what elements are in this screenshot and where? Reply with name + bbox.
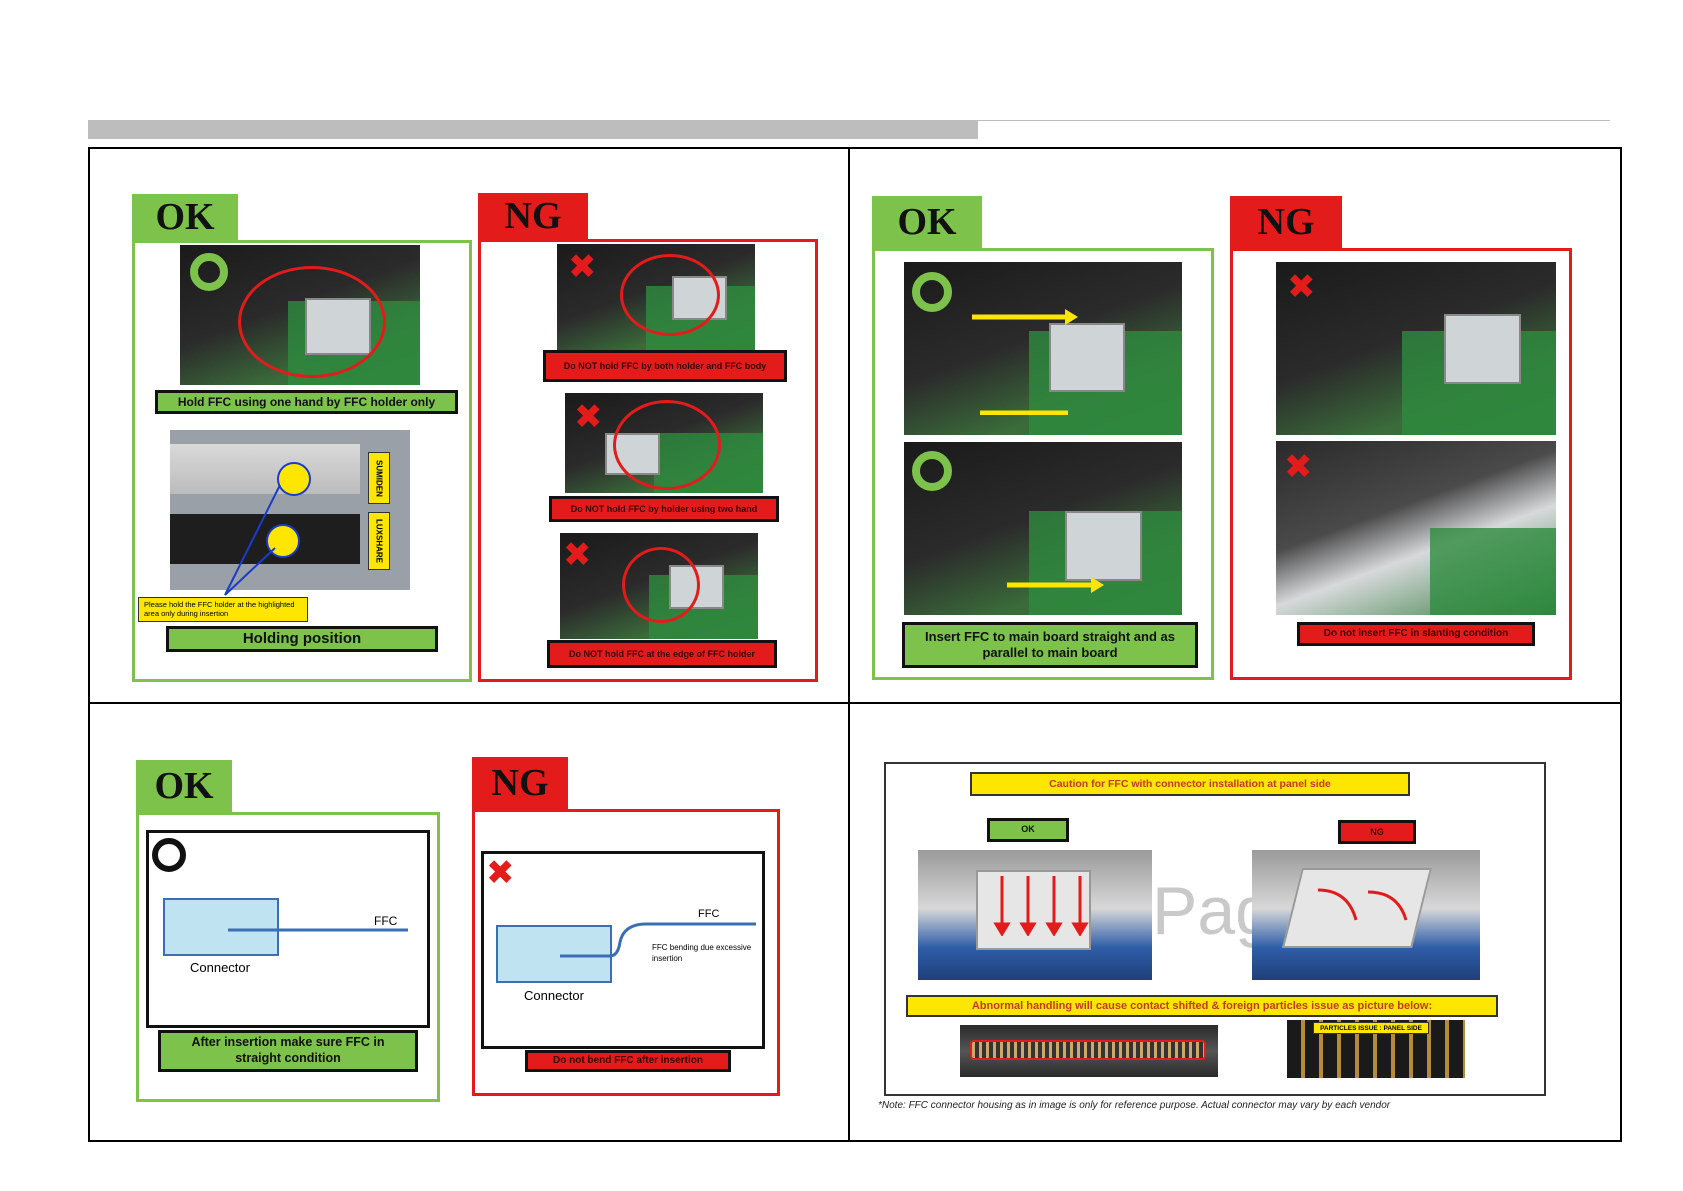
hold-point-dot-1 xyxy=(277,462,311,496)
contact-shift-photo xyxy=(960,1025,1218,1077)
ng-x-icon: ✖ xyxy=(574,398,603,436)
q1-ng-tab: NG xyxy=(478,193,588,239)
q4-ng-photo xyxy=(1252,850,1480,980)
q4-ok-photo xyxy=(918,850,1152,980)
footnote: *Note: FFC connector housing as in image… xyxy=(878,1100,1391,1111)
ng-x-icon: ✖ xyxy=(1287,268,1316,306)
ng-x-icon: ✖ xyxy=(563,536,592,574)
q4-ng-label: NG xyxy=(1338,820,1416,844)
particles-label: PARTICLES ISSUE : PANEL SIDE xyxy=(1313,1022,1429,1034)
q2-ok-tab: OK xyxy=(872,196,982,248)
ffc-bent-line xyxy=(560,922,756,958)
header-rule xyxy=(978,120,1610,121)
ok-circle-icon xyxy=(152,838,186,872)
connector-box xyxy=(163,898,279,956)
pointer-lines xyxy=(224,484,281,596)
ffc-line xyxy=(228,928,408,932)
connector-box xyxy=(496,925,612,983)
grid-divider-horizontal xyxy=(88,702,1622,704)
arrow-icon xyxy=(1007,577,1104,593)
q2-ng-photo-2 xyxy=(1276,441,1556,615)
header-bar xyxy=(88,120,978,139)
q1-ok-caption-2: Holding position xyxy=(166,626,438,652)
particles-photo: PARTICLES ISSUE : PANEL SIDE xyxy=(1287,1020,1465,1078)
grid-divider-vertical xyxy=(848,147,850,1142)
curved-arrow-icons xyxy=(1317,888,1408,921)
highlight-circle xyxy=(613,400,721,490)
highlight-circle xyxy=(238,266,386,378)
vendor-label-2: LUXSHARE xyxy=(368,512,390,570)
q3-ng-tab: NG xyxy=(472,757,568,809)
q3-ok-caption: After insertion make sure FFC in straigh… xyxy=(158,1030,418,1072)
ok-circle-icon xyxy=(190,253,228,291)
q2-ng-caption: Do not insert FFC in slanting condition xyxy=(1297,622,1535,646)
q1-ok-tab: OK xyxy=(132,194,238,240)
ng-x-icon: ✖ xyxy=(1284,448,1313,486)
q1-ng-caption-3: Do NOT hold FFC at the edge of FFC holde… xyxy=(547,640,777,668)
q3-ng-caption: Do not bend FFC after insertion xyxy=(525,1050,731,1072)
hold-hint: Please hold the FFC holder at the highli… xyxy=(138,597,308,622)
q2-ok-caption: Insert FFC to main board straight and as… xyxy=(902,622,1198,668)
arrow-icon xyxy=(972,309,1078,415)
vendor-label-1: SUMIDEN xyxy=(368,452,390,504)
q1-ng-caption-1: Do NOT hold FFC by both holder and FFC b… xyxy=(543,350,787,382)
q4-title: Caution for FFC with connector installat… xyxy=(970,772,1410,796)
q3-ok-tab: OK xyxy=(136,760,232,812)
q1-ng-caption-2: Do NOT hold FFC by holder using two hand xyxy=(549,496,779,522)
instruction-grid xyxy=(88,147,1622,1142)
bend-note: FFC bending due excessive insertion xyxy=(652,943,752,964)
down-arrow-icons xyxy=(993,876,1089,936)
ng-x-icon: ✖ xyxy=(486,854,515,892)
ok-circle-icon xyxy=(912,272,952,312)
connector-label: Connector xyxy=(190,960,250,975)
highlight-circle xyxy=(620,254,720,336)
highlight-circle xyxy=(622,547,700,623)
q1-ok-caption: Hold FFC using one hand by FFC holder on… xyxy=(155,390,458,414)
ffc-label: FFC xyxy=(698,908,720,920)
q2-ng-photo-1 xyxy=(1276,262,1556,435)
ng-x-icon: ✖ xyxy=(568,248,597,286)
q4-warning: Abnormal handling will cause contact shi… xyxy=(906,995,1498,1017)
q2-ng-tab: NG xyxy=(1230,196,1342,248)
q4-ok-label: OK xyxy=(987,818,1069,842)
ffc-label: FFC xyxy=(374,914,398,928)
connector-label: Connector xyxy=(524,988,584,1003)
q2-ok-photo-1 xyxy=(904,262,1182,435)
ok-circle-icon xyxy=(912,451,952,491)
